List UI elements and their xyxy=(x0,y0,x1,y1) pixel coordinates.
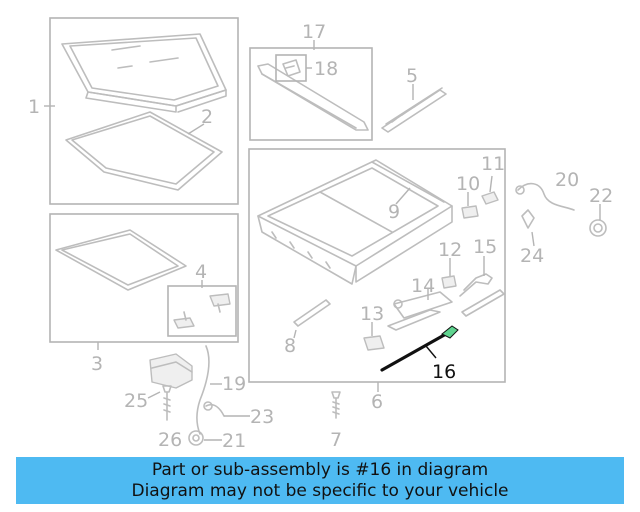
callout-8: 8 xyxy=(284,335,296,357)
callout-12: 12 xyxy=(438,239,462,261)
part-7-bolt xyxy=(331,391,341,419)
part-4-shade-clips xyxy=(173,293,231,329)
leader-8 xyxy=(293,329,297,339)
callout-10: 10 xyxy=(456,173,480,195)
banner-line-1: Part or sub-assembly is #16 in diagram xyxy=(151,460,489,480)
part-3-sunshade xyxy=(55,229,187,291)
callout-22: 22 xyxy=(589,185,613,207)
part-19-hose xyxy=(196,345,210,435)
leader-24 xyxy=(531,231,535,247)
callout-9: 9 xyxy=(388,201,400,223)
callout-21: 21 xyxy=(222,430,246,452)
part-10-bracket xyxy=(461,205,479,219)
callout-15: 15 xyxy=(473,236,497,258)
part-23-elbow xyxy=(203,401,225,417)
callout-23: 23 xyxy=(250,406,274,428)
callout-6: 6 xyxy=(371,391,383,413)
callout-16: 16 xyxy=(432,361,456,383)
callout-14: 14 xyxy=(411,275,435,297)
callout-1: 1 xyxy=(28,96,40,118)
part-9-cable xyxy=(371,161,445,203)
part-13-guide xyxy=(363,335,385,351)
callout-25: 25 xyxy=(124,390,148,412)
leader-25 xyxy=(147,391,161,399)
leader-2 xyxy=(187,123,205,135)
part-11-clip xyxy=(481,191,499,205)
leader-9 xyxy=(395,187,411,205)
part-2-glass-seal xyxy=(65,111,223,191)
part-16-drain-hose xyxy=(380,325,459,372)
callout-18: 18 xyxy=(314,58,338,80)
part-12-block xyxy=(441,275,457,289)
part-26-screw xyxy=(162,385,172,421)
group-box-glass xyxy=(49,17,239,205)
group-box-frame xyxy=(248,148,506,383)
part-25-motor xyxy=(149,353,193,389)
part-21-grommet xyxy=(188,430,204,446)
callout-26: 26 xyxy=(158,429,182,451)
callout-20: 20 xyxy=(555,169,579,191)
part-5-rail xyxy=(381,87,447,133)
callout-19: 19 xyxy=(222,373,246,395)
callout-2: 2 xyxy=(201,106,213,128)
group-box-deflector xyxy=(249,47,373,141)
callout-4: 4 xyxy=(195,261,207,283)
part-18-clip xyxy=(282,59,301,77)
part-20-hose xyxy=(515,182,575,211)
group-box-shade xyxy=(49,213,239,343)
part-17-deflector xyxy=(257,63,369,131)
part-24-clip xyxy=(521,209,535,229)
callout-7: 7 xyxy=(330,429,342,451)
part-22-clamp xyxy=(589,219,607,237)
callout-13: 13 xyxy=(360,303,384,325)
callout-24: 24 xyxy=(520,245,544,267)
callout-5: 5 xyxy=(406,65,418,87)
callout-17: 17 xyxy=(302,21,326,43)
part-15-motor-bracket xyxy=(459,273,505,317)
part-6-frame xyxy=(257,159,453,285)
banner-line-2: Diagram may not be specific to your vehi… xyxy=(131,481,509,501)
part-8-guide-rail xyxy=(293,299,331,327)
leader-16 xyxy=(425,345,437,359)
leader-11 xyxy=(489,175,493,193)
part-14-drive-cable xyxy=(387,291,453,331)
callout-11: 11 xyxy=(481,153,505,175)
info-banner: Part or sub-assembly is #16 in diagram D… xyxy=(16,457,624,504)
part-1-glass-panel xyxy=(61,33,227,113)
callout-3: 3 xyxy=(91,353,103,375)
